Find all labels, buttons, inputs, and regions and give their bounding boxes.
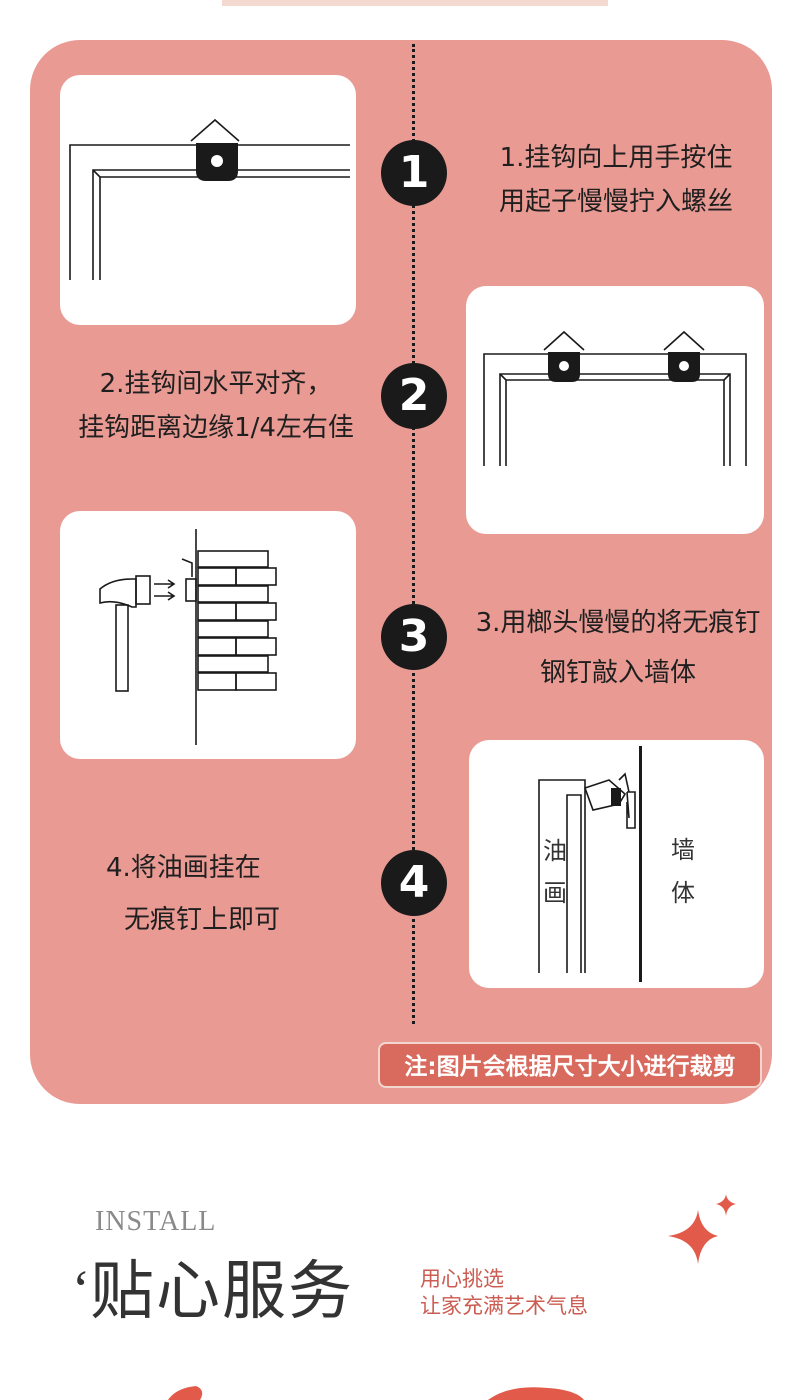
step2-text: 2.挂钩间水平对齐， 挂钩距离边缘1/4左右佳 [40, 362, 392, 450]
step-number-4: 4 [381, 850, 447, 916]
install-eyebrow: INSTALL [95, 1206, 217, 1237]
sparkle-icon [668, 1194, 736, 1264]
step3-illustration [60, 511, 356, 759]
step1-line1: 1.挂钩向上用手按住 [499, 143, 733, 173]
install-subtitle-line2: 让家充满艺术气息 [420, 1294, 588, 1318]
install-subtitle-line1: 用心挑选 [420, 1267, 504, 1291]
install-subtitle: 用心挑选 让家充满艺术气息 [420, 1266, 588, 1320]
wall-label-char1: 墙 [671, 836, 695, 864]
step2-line1: 2.挂钩间水平对齐， [99, 369, 333, 399]
step1-line2: 用起子慢慢拧入螺丝 [498, 187, 733, 217]
step1-text: 1.挂钩向上用手按住 用起子慢慢拧入螺丝 [456, 136, 776, 224]
step2-illustration [466, 286, 764, 534]
step2-line2: 挂钩距离边缘1/4左右佳 [78, 413, 354, 443]
step4-line1: 4.将油画挂在 [106, 853, 261, 883]
step1-illustration [60, 75, 356, 325]
crop-note: 注:图片会根据尺寸大小进行裁剪 [378, 1042, 762, 1088]
step-number-1: 1 [381, 140, 447, 206]
painting-label-char1: 油 [543, 837, 567, 865]
step4-illustration: 油 画 墙 体 [469, 740, 764, 988]
step-number-2: 2 [381, 363, 447, 429]
top-tab [222, 0, 608, 6]
quote-mark: ‘ [72, 1259, 90, 1319]
painting-label-char2: 画 [543, 879, 567, 907]
step4-text: 4.将油画挂在 无痕钉上即可 [70, 842, 370, 946]
wall-label-char2: 体 [671, 879, 695, 907]
step3-line1: 3.用榔头慢慢的将无痕钉 [475, 608, 761, 638]
dotted-divider [412, 44, 415, 1024]
install-title: 贴心服务 [90, 1255, 354, 1329]
step-number-3: 3 [381, 604, 447, 670]
step3-line2: 钢钉敲入墙体 [539, 658, 696, 688]
step4-line2: 无痕钉上即可 [124, 905, 281, 935]
step3-text: 3.用榔头慢慢的将无痕钉 钢钉敲入墙体 [448, 598, 788, 698]
